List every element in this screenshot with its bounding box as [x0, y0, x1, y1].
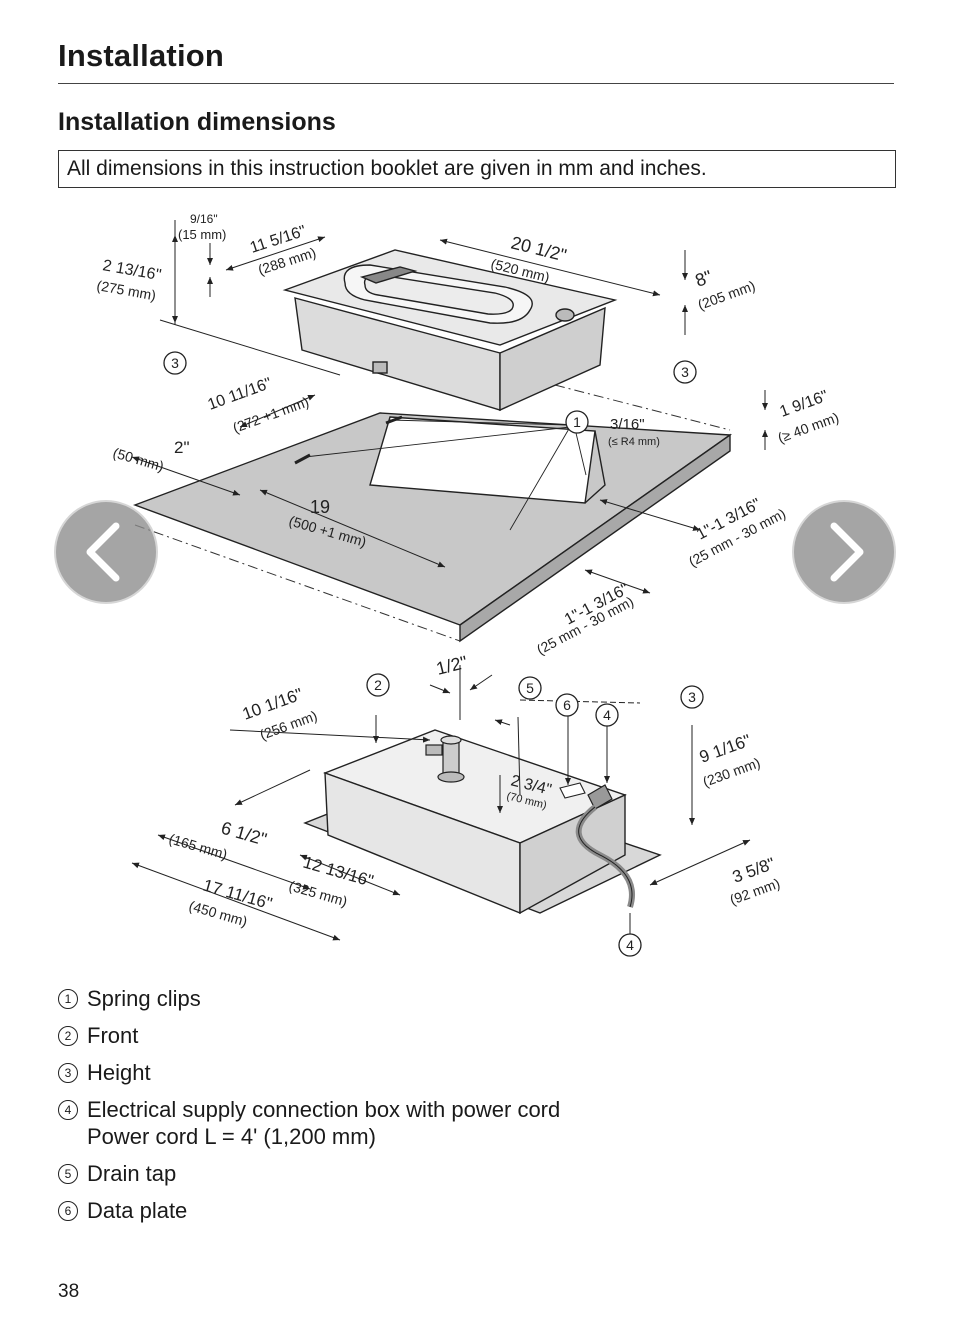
section-title: Installation dimensions [58, 108, 336, 136]
dim-3-16-in: 3/16" [610, 416, 645, 433]
legend-text: Front [87, 1023, 139, 1048]
dim-8-in: 8" [693, 266, 715, 290]
svg-text:3: 3 [681, 364, 689, 380]
callout-6: 6 [555, 693, 579, 717]
callout-5: 5 [518, 676, 542, 700]
dim-15-mm: (15 mm) [178, 227, 226, 242]
legend-item: 6 Data plate [58, 1197, 818, 1224]
legend-number: 5 [58, 1164, 78, 1184]
spring-clip-leaders [304, 419, 587, 531]
legend-text: Data plate [87, 1198, 188, 1223]
dimension-lines-bottom [131, 665, 751, 941]
legend-item: 1 Spring clips [58, 985, 818, 1012]
legend-subtext: Power cord L = 4' (1,200 mm) [87, 1124, 376, 1149]
legend-item: 2 Front [58, 1022, 818, 1049]
legend-number: 3 [58, 1063, 78, 1083]
callout-3-top-left: 3 [163, 351, 187, 375]
svg-text:1: 1 [573, 414, 581, 430]
svg-text:3: 3 [171, 355, 179, 371]
legend-text: Height [87, 1060, 151, 1085]
dim-325-mm: (325 mm) [287, 878, 349, 910]
legend-text: Drain tap [87, 1161, 177, 1186]
drain-tap [425, 735, 465, 783]
svg-text:2: 2 [374, 677, 382, 693]
legend-text: Electrical supply connection box with po… [87, 1097, 561, 1122]
dim-50-mm: (50 mm) [111, 445, 166, 475]
legend-item: 4 Electrical supply connection box with … [58, 1096, 818, 1150]
dim-9-16-in: 9/16" [190, 212, 218, 226]
page-number: 38 [58, 1281, 80, 1302]
note-box: All dimensions in this instruction bookl… [58, 150, 896, 188]
dim-19-in: 19 [310, 497, 330, 517]
callout-4-bottom: 4 [618, 933, 642, 957]
svg-text:3: 3 [688, 689, 696, 705]
appliance-underside [303, 729, 662, 915]
data-plate [559, 782, 586, 799]
title-divider [58, 83, 894, 84]
previous-page-button[interactable] [54, 500, 158, 604]
chevron-left-icon [86, 522, 120, 582]
legend-number: 6 [58, 1201, 78, 1221]
dimension-lines-top [131, 220, 768, 594]
legend-text: Spring clips [87, 986, 201, 1011]
legend-item: 5 Drain tap [58, 1160, 818, 1187]
dim-r4-mm: (≤ R4 mm) [608, 436, 660, 448]
installation-dimensions-diagram: 9/16" (15 mm) 11 5/16" (288 mm) 20 1/2" … [95, 212, 841, 957]
legend-number: 4 [58, 1100, 78, 1120]
svg-text:4: 4 [626, 937, 634, 953]
chevron-right-icon [830, 522, 864, 582]
cutout-dashdot-lines [134, 384, 731, 642]
callout-4-top: 4 [595, 703, 619, 727]
dim-1-2-in: 1/2" [434, 652, 469, 679]
svg-text:4: 4 [603, 707, 611, 723]
legend-number: 1 [58, 989, 78, 1009]
callout-3-bottom: 3 [680, 685, 704, 709]
svg-text:6: 6 [563, 697, 571, 713]
next-page-button[interactable] [792, 500, 896, 604]
callout-3-top-right: 3 [673, 360, 697, 384]
svg-text:5: 5 [526, 680, 534, 696]
legend-number: 2 [58, 1026, 78, 1046]
callout-1: 1 [565, 410, 589, 434]
dim-6-1-2-in: 6 1/2" [219, 818, 269, 850]
connection-box [587, 784, 613, 810]
legend: 1 Spring clips 2 Front 3 Height 4 Electr… [58, 985, 818, 1234]
legend-item: 3 Height [58, 1059, 818, 1086]
cooktop-appliance [282, 249, 618, 412]
dim-2-in: 2" [174, 438, 190, 457]
page-title: Installation [58, 38, 225, 73]
callout-2: 2 [366, 673, 390, 697]
